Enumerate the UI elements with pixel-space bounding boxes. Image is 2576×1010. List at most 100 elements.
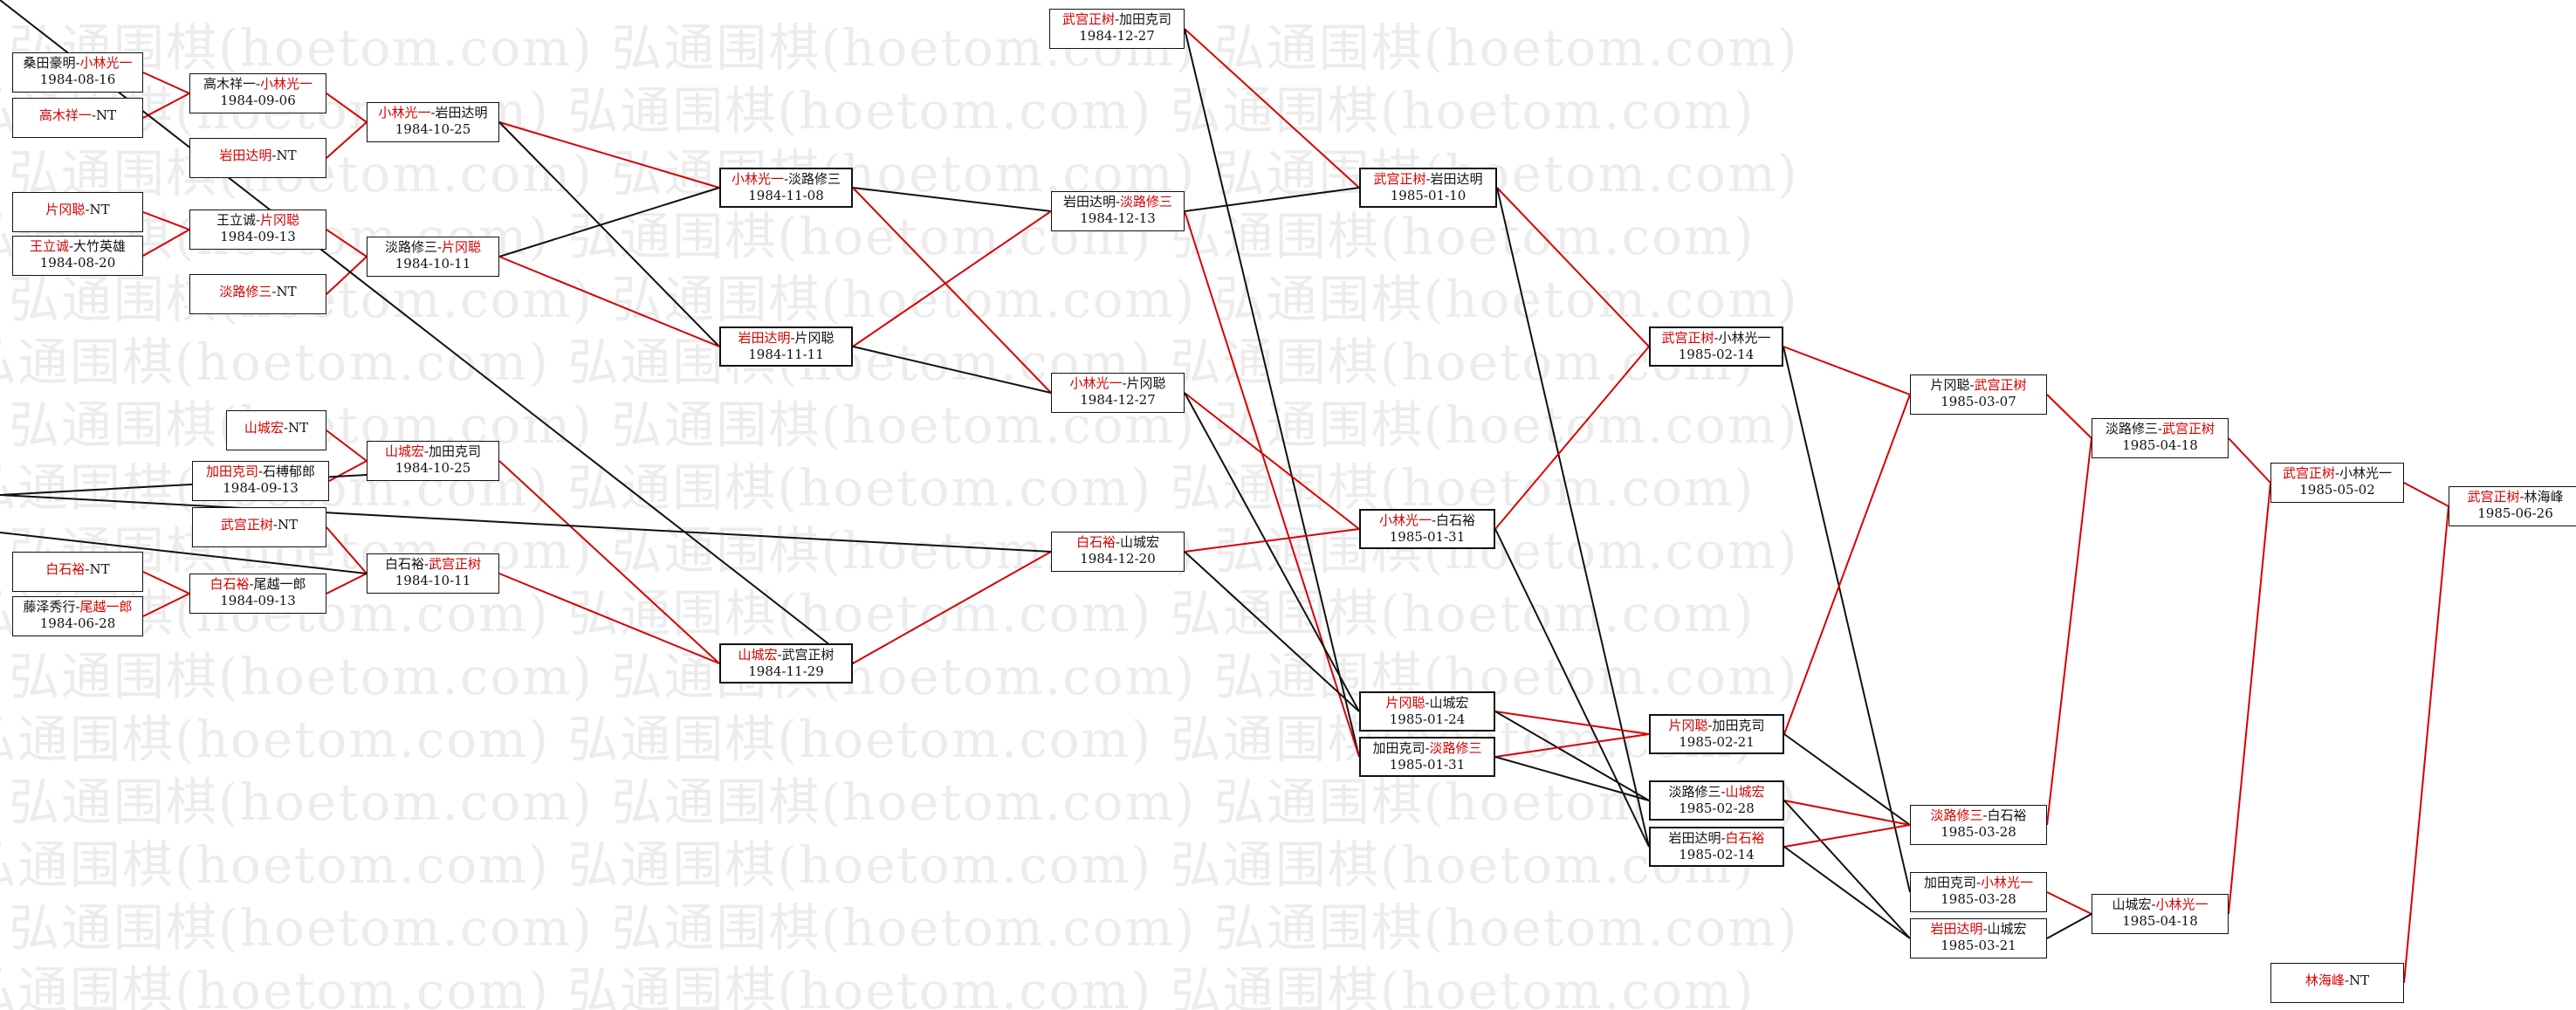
match-box-m2d[interactable]: 淡路修三-NT xyxy=(189,274,326,314)
player-2: 尾越一郎 xyxy=(79,599,133,615)
connector-m8b-m9a xyxy=(2046,437,2092,826)
connector-m5c-m6c xyxy=(1184,392,1360,712)
player-1: 林海峰 xyxy=(2305,972,2345,988)
match-box-m1b[interactable]: 高木祥一-NT xyxy=(12,98,143,138)
connector-m10a-m11 xyxy=(2403,482,2449,507)
connector-m4c-m5d xyxy=(852,551,1052,664)
separator: - xyxy=(1115,534,1121,550)
match-players: 桑田豪明-小林光一 xyxy=(13,55,142,72)
connector-m6a-m7d xyxy=(1496,187,1650,848)
player-2: 林海峰 xyxy=(2524,489,2564,505)
match-date: 1985-04-18 xyxy=(2122,437,2198,453)
player-1: 加田克司 xyxy=(1923,875,1976,890)
match-players: 高木祥一-NT xyxy=(13,99,142,123)
match-players: 武宫正树-加田克司 xyxy=(1050,11,1184,28)
match-players: 小林光一-岩田达明 xyxy=(368,105,498,121)
connector-m6c-m7c xyxy=(1494,711,1650,801)
separator: - xyxy=(777,647,782,663)
connector-m2a-m3a xyxy=(326,93,368,123)
match-players: 加田克司-石榑郁郎 xyxy=(193,464,328,480)
match-date: 1984-08-16 xyxy=(39,72,116,87)
player-2: NT xyxy=(277,517,299,532)
connector-m6b-m7d xyxy=(1494,528,1650,848)
match-players: 山城宏-武宫正树 xyxy=(721,647,851,663)
player-2: 片冈聪 xyxy=(1126,375,1166,391)
match-players: 白石裕-NT xyxy=(13,553,142,577)
player-2: 小林光一 xyxy=(1718,330,1771,346)
player-2: NT xyxy=(287,420,309,436)
match-players: 王立诚-片冈聪 xyxy=(190,212,326,229)
match-players: 岩田达明-片冈聪 xyxy=(721,330,851,347)
separator: - xyxy=(272,517,278,532)
connector-m2g-m3d xyxy=(326,526,368,574)
player-2: 武宫正树 xyxy=(1974,377,2027,393)
separator: - xyxy=(1714,330,1719,346)
connector-m3a-m4a xyxy=(498,121,720,189)
separator: - xyxy=(255,76,261,92)
match-players: 林海峰-NT xyxy=(2271,964,2403,988)
player-1: 淡路修三 xyxy=(384,239,437,255)
player-2: 片冈聪 xyxy=(442,239,482,255)
player-2: 武宫正树 xyxy=(781,647,835,663)
player-1: 小林光一 xyxy=(378,105,431,120)
connector-m2f-m3c xyxy=(328,460,368,482)
match-box-m1c[interactable]: 片冈聪-NT xyxy=(12,192,143,232)
match-box-m1e[interactable]: 白石裕-NT xyxy=(12,552,143,592)
player-2: 白石裕 xyxy=(1987,807,2027,823)
player-1: 小林光一 xyxy=(1069,375,1123,391)
match-box-m2g[interactable]: 武宫正树-NT xyxy=(192,507,326,547)
connector-m4b-m5b xyxy=(852,210,1052,347)
match-date: 1984-12-13 xyxy=(1080,210,1156,226)
player-2: 山城宏 xyxy=(1725,784,1765,800)
match-players: 片冈聪-武宫正树 xyxy=(1911,377,2046,394)
match-date: 1985-02-14 xyxy=(1678,347,1755,362)
connector-m5a-m6d xyxy=(1184,28,1360,758)
match-players: 小林光一-白石裕 xyxy=(1361,512,1494,529)
match-box-m10b[interactable]: 林海峰-NT xyxy=(2270,963,2404,1003)
match-date: 1985-03-28 xyxy=(1941,824,2016,840)
separator: - xyxy=(1707,718,1713,733)
player-2: 大竹英雄 xyxy=(73,238,127,254)
match-date: 1985-01-31 xyxy=(1389,757,1466,773)
connector-m7c-m8d xyxy=(1783,800,1911,939)
separator: - xyxy=(2334,465,2340,481)
match-box-m2e[interactable]: 山城宏-NT xyxy=(226,410,326,450)
match-box-m2b[interactable]: 岩田达明-NT xyxy=(189,138,326,178)
match-date: 1984-09-13 xyxy=(220,229,296,244)
connector-m8d-m9b xyxy=(2046,913,2092,939)
